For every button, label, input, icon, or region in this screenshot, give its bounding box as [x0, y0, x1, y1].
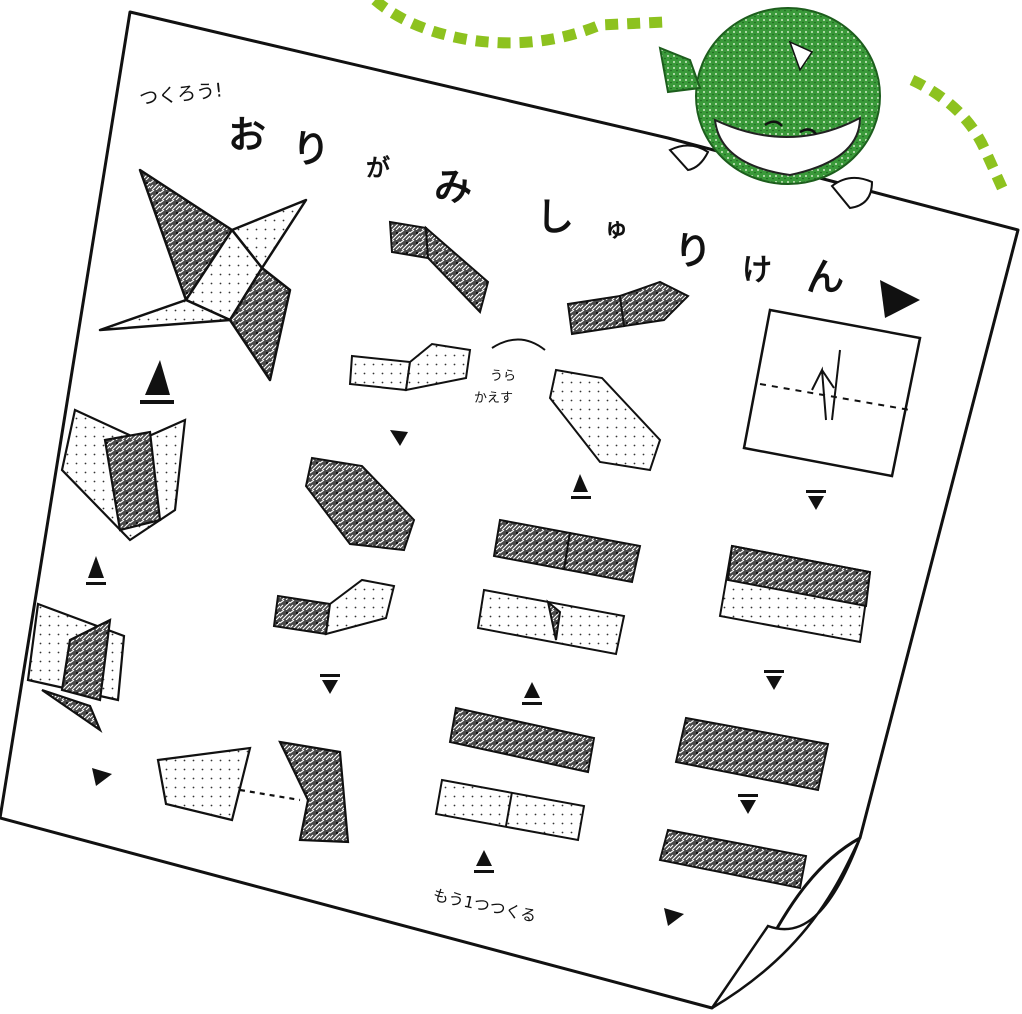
dotted-path-left: [375, 0, 665, 43]
title-char: ん: [806, 255, 844, 299]
flip-note-line2: かえす: [474, 391, 513, 406]
dotted-path-right: [912, 80, 1004, 192]
title-char: が: [366, 154, 390, 182]
flip-note-line1: うら: [490, 369, 516, 384]
title-char: ゅ: [604, 214, 628, 242]
title-char: り: [292, 127, 330, 171]
title-char: し: [536, 195, 574, 239]
title-char: み: [434, 165, 472, 209]
title-char: け: [742, 253, 772, 288]
title-char: お: [228, 113, 266, 157]
fold-step-square: [744, 310, 920, 476]
title-char: り: [674, 229, 712, 273]
